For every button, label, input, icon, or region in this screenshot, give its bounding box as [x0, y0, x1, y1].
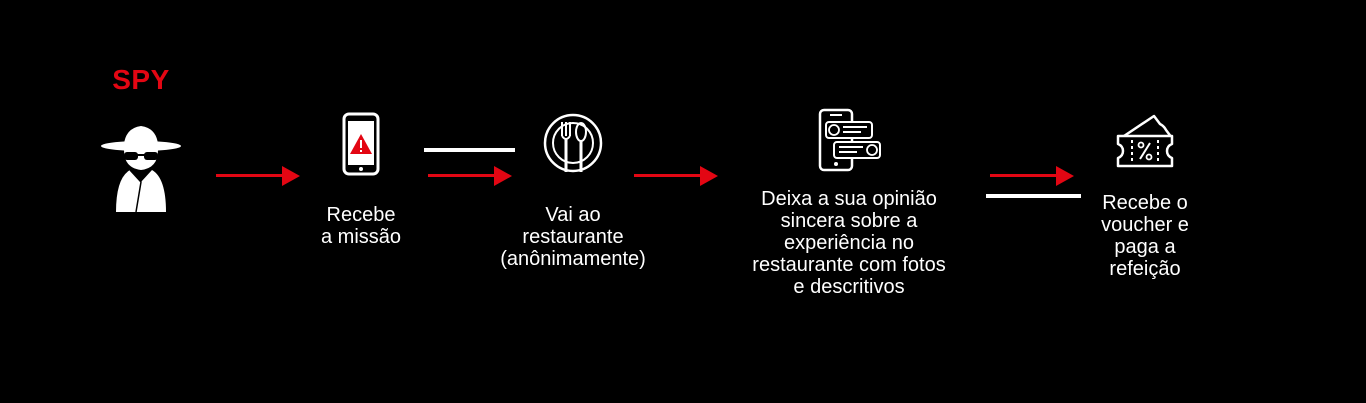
phone-chat-review-icon [818, 108, 881, 172]
arrow-2 [428, 166, 512, 186]
step-2-label: Vai ao restaurante (anônimamente) [500, 204, 646, 270]
plate-fork-spoon-icon [543, 113, 603, 173]
arrow-1 [216, 166, 300, 186]
discount-voucher-icon [1116, 114, 1174, 168]
smartphone-alert-icon [342, 112, 380, 176]
step-4-label: Recebe o voucher e paga a refeição [1101, 192, 1189, 280]
arrow-3 [634, 166, 718, 186]
connector-line-2 [986, 194, 1081, 198]
arrow-4 [990, 166, 1074, 186]
step-3-label: Deixa a sua opinião sincera sobre a expe… [752, 188, 946, 298]
spy-title: SPY [112, 64, 170, 95]
spy-icon [101, 126, 181, 213]
connector-line-1 [424, 148, 515, 152]
step-1-label: Recebe a missão [320, 204, 402, 248]
